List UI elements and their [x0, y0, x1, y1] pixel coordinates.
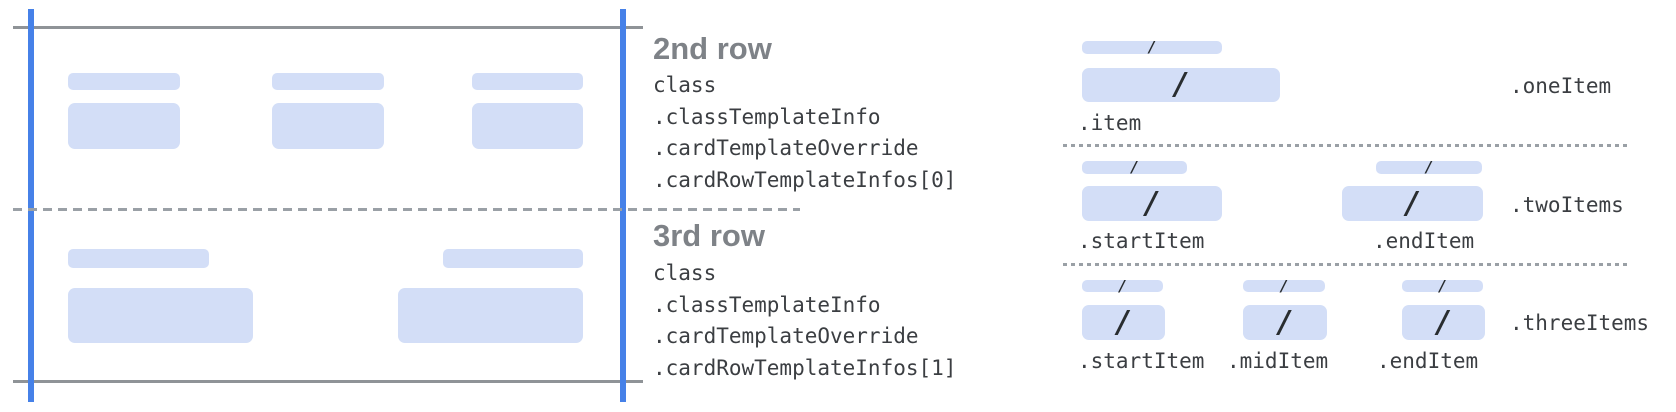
left-guide-line	[28, 9, 34, 402]
code-path-line: .classTemplateInfo	[653, 292, 881, 317]
slash-glyph: /	[1114, 304, 1133, 340]
slash-glyph: /	[1171, 67, 1191, 102]
code-path-line: .cardTemplateOverride	[653, 324, 919, 348]
code-path-line: class	[653, 261, 717, 285]
card-top-border	[13, 26, 643, 29]
row-heading: 3rd row	[653, 218, 765, 253]
field-label-bar	[472, 73, 583, 90]
slash-glyph: /	[1142, 185, 1162, 221]
field-value-bar	[68, 103, 180, 149]
section-label: .twoItems	[1510, 193, 1624, 217]
code-path-block: class .classTemplateInfo .cardTemplateOv…	[653, 258, 956, 384]
item-label-bar: /	[1243, 276, 1325, 295]
item-label-bar: /	[1082, 276, 1163, 295]
code-path-line: .cardTemplateOverride	[653, 136, 919, 160]
item-field-label: .item	[1078, 111, 1142, 135]
slash-glyph: /	[1403, 185, 1422, 221]
item-value-bar: /	[1342, 186, 1483, 221]
item-field-label: .endItem	[1377, 349, 1479, 373]
item-field-label: .midItem	[1227, 349, 1329, 373]
item-value-bar: /	[1082, 186, 1222, 221]
slash-glyph: /	[1117, 276, 1128, 295]
item-field-label: .startItem	[1078, 349, 1205, 373]
slash-glyph: /	[1424, 158, 1434, 176]
field-value-bar	[68, 288, 253, 343]
item-value-bar: /	[1402, 305, 1485, 340]
card-bottom-border	[13, 380, 643, 383]
item-field-label: .endItem	[1373, 229, 1475, 253]
slash-glyph: /	[1279, 276, 1289, 295]
section-label: .threeItems	[1510, 311, 1650, 335]
slash-glyph: /	[1437, 276, 1448, 295]
slash-glyph: /	[1147, 38, 1157, 56]
slash-glyph: /	[1434, 304, 1453, 340]
item-label-bar: /	[1082, 158, 1187, 176]
item-value-bar: /	[1082, 68, 1280, 102]
field-value-bar	[472, 103, 583, 149]
item-value-bar: /	[1243, 305, 1327, 340]
field-value-bar	[272, 103, 384, 149]
field-label-bar	[443, 249, 583, 268]
item-label-bar: /	[1082, 38, 1222, 56]
field-label-bar	[68, 73, 180, 90]
item-label-bar: /	[1376, 158, 1482, 176]
row-divider-dashed	[13, 208, 800, 211]
section-divider-dotted	[1063, 263, 1630, 266]
field-label-bar	[272, 73, 384, 90]
code-path-line: class	[653, 73, 717, 97]
code-path-line: .cardRowTemplateInfos[0]	[653, 167, 957, 192]
section-label: .oneItem	[1510, 74, 1612, 98]
slash-glyph: /	[1129, 158, 1140, 176]
item-value-bar: /	[1082, 305, 1165, 340]
right-guide-line	[620, 9, 626, 402]
code-path-line: .cardRowTemplateInfos[1]	[653, 355, 957, 380]
code-path-line: .classTemplateInfo	[653, 104, 881, 129]
item-label-bar: /	[1402, 276, 1483, 295]
code-path-block: class .classTemplateInfo .cardTemplateOv…	[653, 70, 956, 196]
slash-glyph: /	[1275, 304, 1295, 340]
section-divider-dotted	[1063, 144, 1630, 147]
row-heading: 2nd row	[653, 31, 772, 66]
field-label-bar	[68, 249, 209, 268]
field-value-bar	[398, 288, 583, 343]
item-field-label: .startItem	[1078, 229, 1205, 253]
